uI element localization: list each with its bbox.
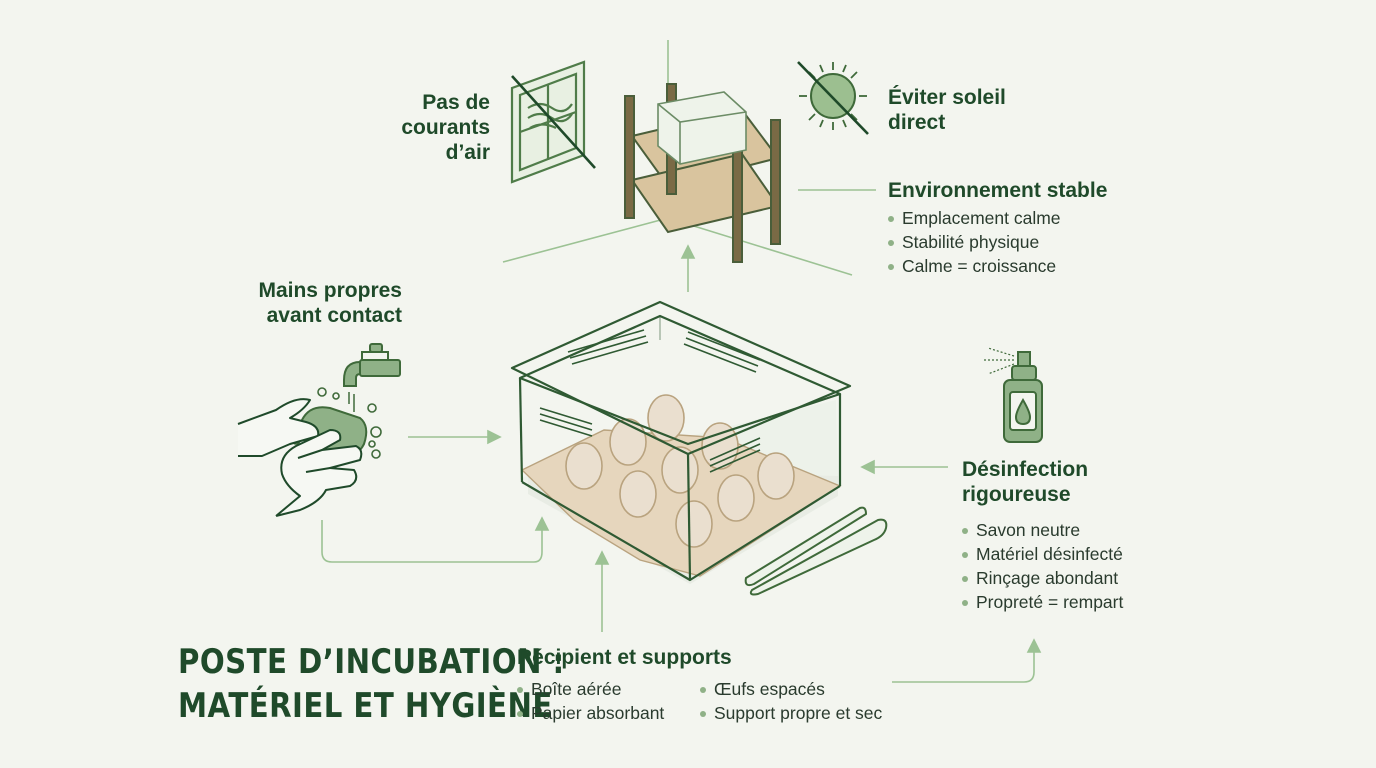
arrow-hands-to-box — [408, 429, 502, 445]
shelf-icon — [624, 83, 781, 263]
container-list-col1: Boîte aérée Papier absorbant — [515, 677, 664, 725]
list-item: Papier absorbant — [515, 701, 664, 725]
page-title: POSTE D’INCUBATION : MATÉRIEL ET HYGIÈNE — [178, 642, 565, 726]
environment-list: Emplacement calme Stabilité physique Cal… — [886, 206, 1061, 278]
arrow-disinfect-to-box — [860, 459, 948, 475]
spray-bottle-icon — [984, 347, 1043, 443]
arrow-bottom-loop — [321, 516, 550, 563]
hands-icon — [237, 398, 363, 517]
list-item: Boîte aérée — [515, 677, 664, 701]
environment-heading: Environnement stable — [888, 179, 1108, 202]
list-item: Œufs espacés — [698, 677, 882, 701]
tongs-icon — [744, 506, 888, 596]
arrow-container-to-box — [594, 550, 610, 632]
disinfection-list: Savon neutre Matériel désinfecté Rinçage… — [960, 518, 1123, 614]
faucet-icon — [343, 343, 401, 412]
list-item: Stabilité physique — [886, 230, 1061, 254]
no-draft-icon — [511, 75, 596, 169]
list-item: Propreté = rempart — [960, 590, 1123, 614]
clean-hands-label: Mains propres avant contact — [258, 279, 402, 327]
container-list-col2: Œufs espacés Support propre et sec — [698, 677, 882, 725]
container-icon — [510, 300, 852, 584]
arrow-to-shelf — [680, 244, 696, 292]
list-item: Matériel désinfecté — [960, 542, 1123, 566]
list-item: Support propre et sec — [698, 701, 882, 725]
arrow-to-disinfect — [892, 638, 1042, 683]
no-draft-label: Pas de courants d’air — [401, 91, 490, 164]
eggs-icon — [565, 394, 795, 548]
avoid-sun-label: Éviter soleil direct — [888, 86, 1006, 134]
disinfection-heading: Désinfection rigoureuse — [962, 458, 1089, 506]
list-item: Savon neutre — [960, 518, 1123, 542]
container-heading: Récipient et supports — [517, 646, 732, 669]
list-item: Calme = croissance — [886, 254, 1061, 278]
list-item: Rinçage abondant — [960, 566, 1123, 590]
bubbles-icon — [291, 387, 382, 459]
no-sun-icon — [797, 61, 869, 135]
list-item: Emplacement calme — [886, 206, 1061, 230]
window-icon — [510, 60, 586, 184]
